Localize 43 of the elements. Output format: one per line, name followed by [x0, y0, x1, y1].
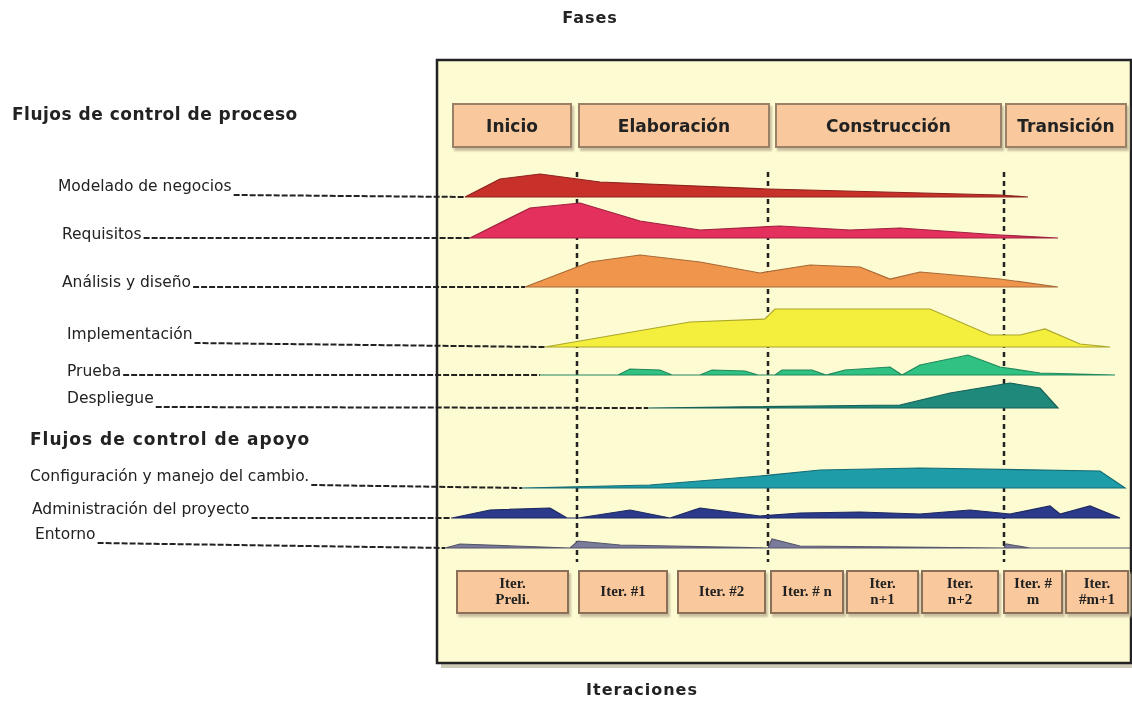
leader-line [142, 237, 471, 239]
iteration-box: Iter. n+2 [921, 570, 999, 614]
axis-title: Fases [562, 8, 618, 27]
discipline-label: Configuración y manejo del cambio. [30, 466, 310, 486]
leader-line [192, 286, 526, 288]
discipline-label: Modelado de negocios [58, 176, 232, 196]
iteration-box: Iter. Preli. [456, 570, 569, 614]
iteration-box: Iter. # m [1003, 570, 1063, 614]
discipline-label: Despliegue [67, 388, 154, 408]
leader-line [193, 342, 546, 348]
leader-line [310, 484, 523, 489]
phase-box: Transición [1005, 103, 1127, 148]
discipline-label: Entorno [35, 524, 96, 544]
discipline-label: Análisis y diseño [62, 272, 192, 292]
iteration-box: Iter. # n [770, 570, 844, 614]
phase-box: Construcción [775, 103, 1002, 148]
section-heading: Flujos de control de apoyo [30, 429, 311, 449]
discipline-label: Prueba [67, 361, 122, 381]
effort-hump [544, 308, 1111, 348]
phase-box: Inicio [452, 103, 572, 148]
iteration-box: Iter. #1 [578, 570, 668, 614]
effort-hump [539, 354, 1116, 376]
section-heading: Flujos de control de proceso [12, 104, 298, 124]
leader-line [96, 542, 446, 549]
leader-line [250, 517, 453, 519]
discipline-label: Implementación [67, 324, 193, 344]
leader-line [232, 194, 466, 198]
leader-line [154, 406, 649, 409]
axis-title: Iteraciones [586, 680, 698, 699]
phase-box: Elaboración [578, 103, 770, 148]
effort-hump [451, 505, 1121, 519]
iteration-box: Iter. n+1 [846, 570, 919, 614]
effort-hump [444, 538, 1131, 549]
iteration-box: Iter. #2 [677, 570, 766, 614]
discipline-label: Requisitos [62, 224, 142, 244]
leader-line [122, 374, 541, 376]
effort-hump [524, 254, 1059, 288]
effort-hump [521, 467, 1127, 489]
iteration-box: Iter. #m+1 [1065, 570, 1129, 614]
effort-hump [469, 202, 1059, 239]
effort-hump [647, 382, 1060, 409]
discipline-label: Administración del proyecto [32, 499, 250, 519]
effort-hump [464, 173, 1029, 198]
